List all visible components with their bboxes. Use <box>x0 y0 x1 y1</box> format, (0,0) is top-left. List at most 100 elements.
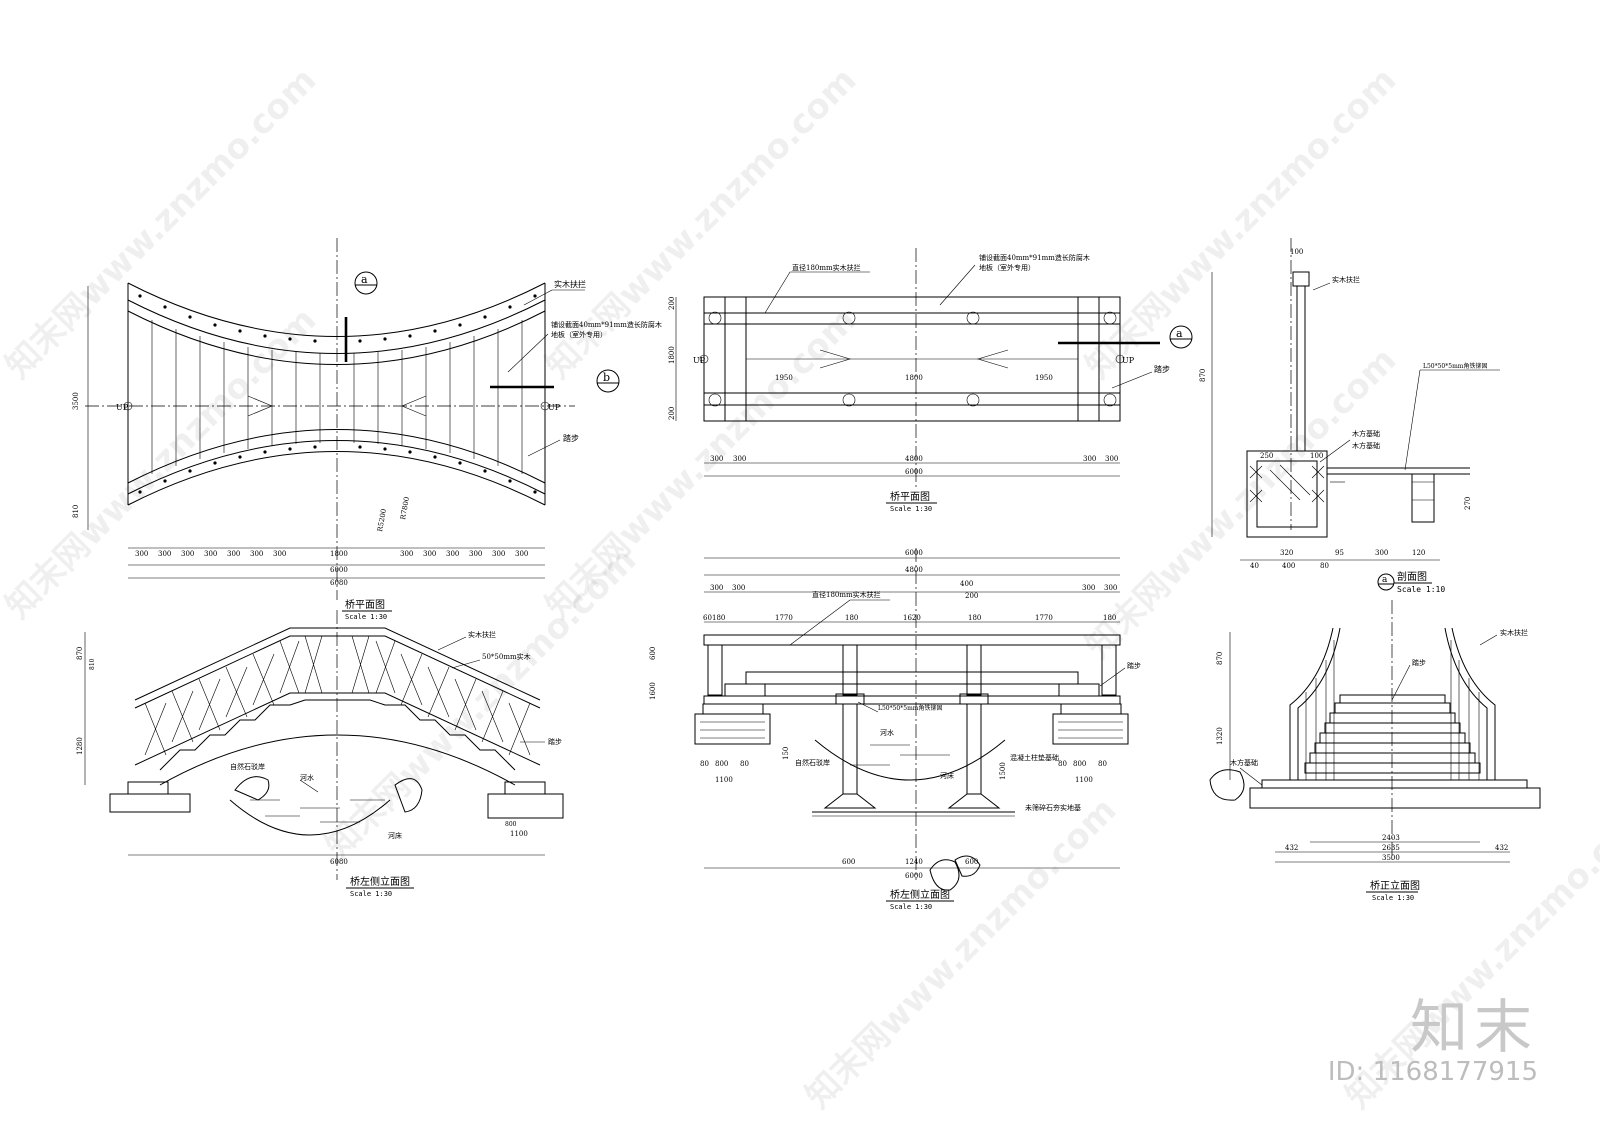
svg-text:200: 200 <box>668 297 676 310</box>
section-b-marker: b <box>603 371 610 384</box>
svg-text:混凝土柱垫基础: 混凝土柱垫基础 <box>1010 753 1059 762</box>
svg-text:未筛碎石夯实地基: 未筛碎石夯实地基 <box>1025 803 1081 812</box>
svg-text:300: 300 <box>135 550 148 558</box>
svg-text:直径180mm实木扶拦: 直径180mm实木扶拦 <box>812 590 881 599</box>
brand-logo: 知末 ID: 1168177915 <box>1328 997 1538 1087</box>
svg-text:600: 600 <box>965 858 978 866</box>
svg-text:180: 180 <box>845 614 858 622</box>
svg-text:Scale 1:30: Scale 1:30 <box>890 505 932 513</box>
svg-text:6000: 6000 <box>905 468 923 476</box>
svg-text:实木扶拦: 实木扶拦 <box>1500 628 1528 637</box>
svg-text:踏步: 踏步 <box>1154 364 1170 374</box>
svg-text:180: 180 <box>968 614 981 622</box>
svg-text:自然石驳岸: 自然石驳岸 <box>230 762 265 771</box>
svg-text:300: 300 <box>710 584 723 592</box>
svg-text:木方基础: 木方基础 <box>1352 441 1380 450</box>
svg-text:知末网www.znzmo.com: 知末网www.znzmo.com <box>1078 340 1404 666</box>
section-a-marker: a <box>361 273 368 286</box>
svg-text:300: 300 <box>733 455 746 463</box>
svg-text:踏步: 踏步 <box>1412 658 1426 667</box>
svg-text:80: 80 <box>1098 760 1107 768</box>
left-elev2-title: 桥左侧立面图 <box>890 888 950 901</box>
svg-text:300: 300 <box>181 550 194 558</box>
svg-text:250: 250 <box>1260 452 1273 460</box>
svg-text:地板（室外专用）: 地板（室外专用） <box>979 263 1035 272</box>
deck-planks <box>151 320 523 474</box>
svg-text:270: 270 <box>1464 497 1472 510</box>
svg-text:810: 810 <box>89 658 96 670</box>
svg-text:实木扶拦: 实木扶拦 <box>554 279 586 289</box>
svg-text:870: 870 <box>1216 652 1224 665</box>
svg-text:铺设截面40mm*91mm造长防腐木: 铺设截面40mm*91mm造长防腐木 <box>979 253 1090 262</box>
view-section-a: 实木扶拦 L50*50*5mm角铁铆固 木方基础 木方基础 100 870 25… <box>1199 238 1500 594</box>
svg-text:河水: 河水 <box>300 773 314 782</box>
svg-text:300: 300 <box>1105 455 1118 463</box>
svg-text:870: 870 <box>1199 369 1207 382</box>
front-balusters <box>1305 640 1480 780</box>
svg-text:400: 400 <box>960 580 973 588</box>
svg-text:Scale 1:30: Scale 1:30 <box>1372 894 1414 902</box>
svg-text:870: 870 <box>76 647 84 660</box>
svg-text:180: 180 <box>1103 614 1116 622</box>
svg-text:实木扶拦: 实木扶拦 <box>468 630 496 639</box>
svg-text:3500: 3500 <box>72 392 80 410</box>
svg-text:实木扶拦: 实木扶拦 <box>1332 275 1360 284</box>
svg-text:1800: 1800 <box>905 374 923 382</box>
view-left-elevation-arch: 河水 自然石驳岸 河床 实木扶拦 50*50mm实木 踏步 870 1280 8… <box>76 610 564 898</box>
svg-text:2403: 2403 <box>1382 834 1400 842</box>
svg-text:432: 432 <box>1285 844 1298 852</box>
svg-text:1280: 1280 <box>76 737 84 755</box>
svg-text:河床: 河床 <box>940 771 954 780</box>
svg-text:80: 80 <box>1320 562 1329 570</box>
svg-text:300: 300 <box>732 584 745 592</box>
svg-text:1320: 1320 <box>1216 727 1224 745</box>
view-plan-curved: UP UP a b 实木扶拦 铺设截面40mm*91mm造长防腐木 地板（室外专… <box>72 238 662 621</box>
svg-text:1950: 1950 <box>1035 374 1053 382</box>
image-id-label: ID: 1168177915 <box>1327 1057 1538 1087</box>
svg-text:300: 300 <box>1104 584 1117 592</box>
svg-text:踏步: 踏步 <box>548 737 562 746</box>
svg-text:200: 200 <box>965 592 978 600</box>
svg-text:600: 600 <box>649 647 657 660</box>
svg-text:知末网www.znzmo.com: 知末网www.znzmo.com <box>798 790 1124 1116</box>
plan1-title: 桥平面图 <box>345 599 385 611</box>
svg-text:知末网www.znzmo.com: 知末网www.znzmo.com <box>1078 60 1404 386</box>
svg-text:1950: 1950 <box>775 374 793 382</box>
svg-text:Scale 1:30: Scale 1:30 <box>345 613 387 621</box>
svg-text:Scale 1:10: Scale 1:10 <box>1397 585 1445 594</box>
svg-text:300: 300 <box>1375 549 1388 557</box>
svg-text:100: 100 <box>1310 452 1323 460</box>
svg-text:L50*50*5mm角铁铆固: L50*50*5mm角铁铆固 <box>878 704 942 712</box>
svg-text:300: 300 <box>1082 584 1095 592</box>
view-plan-straight: UP UP a 直径180mm实木扶拦 铺设截面40mm*91mm造长防腐木 地… <box>668 248 1193 513</box>
svg-text:300: 300 <box>515 550 528 558</box>
svg-text:自然石驳岸: 自然石驳岸 <box>795 758 830 767</box>
svg-text:6000: 6000 <box>905 549 923 557</box>
svg-text:300: 300 <box>273 550 286 558</box>
svg-text:300: 300 <box>710 455 723 463</box>
svg-text:300: 300 <box>158 550 171 558</box>
svg-text:400: 400 <box>1282 562 1295 570</box>
svg-text:Scale 1:30: Scale 1:30 <box>890 903 932 911</box>
svg-text:300: 300 <box>423 550 436 558</box>
svg-text:150: 150 <box>782 747 790 760</box>
svg-text:120: 120 <box>1412 549 1425 557</box>
svg-text:1240: 1240 <box>905 858 923 866</box>
svg-text:R5200: R5200 <box>376 508 388 532</box>
svg-text:UP: UP <box>116 403 129 412</box>
post-circles <box>708 311 1117 407</box>
svg-text:L50*50*5mm角铁铆固: L50*50*5mm角铁铆固 <box>1423 362 1487 370</box>
svg-text:200: 200 <box>668 407 676 420</box>
svg-text:80: 80 <box>740 760 749 768</box>
svg-text:2635: 2635 <box>1382 844 1400 852</box>
watermark-layer: 知末网www.znzmo.com 知末网www.znzmo.com 知末网www… <box>0 60 1600 1116</box>
section-hatch <box>1249 464 1325 503</box>
svg-text:UP: UP <box>1122 356 1135 365</box>
svg-text:a: a <box>1382 575 1388 585</box>
svg-text:810: 810 <box>72 505 80 518</box>
svg-text:1100: 1100 <box>510 830 528 838</box>
svg-text:Scale 1:30: Scale 1:30 <box>350 890 392 898</box>
